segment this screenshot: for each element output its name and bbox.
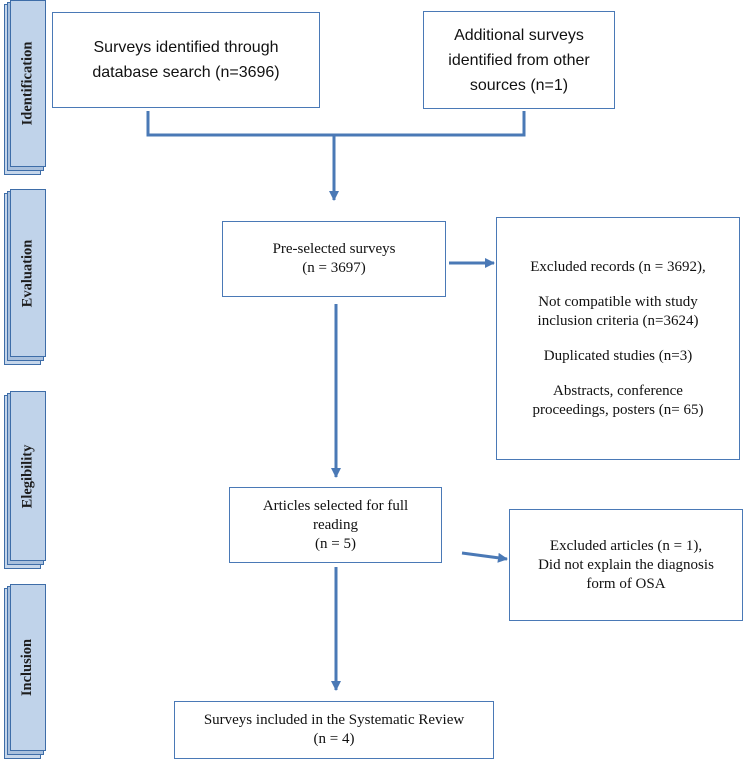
box-text-line: (n = 3697) [302, 260, 366, 276]
box-text-line: database search (n=3696) [92, 64, 280, 81]
box-text-line: reading [313, 516, 358, 533]
box-text-line: Excluded records (n = 3692), [530, 258, 706, 275]
arrow-to-excluded-articles [461, 551, 508, 563]
box-text-line: Did not explain the diagnosis [538, 556, 714, 573]
box-other-sources: Additional surveys identified from other… [423, 11, 615, 109]
merge-connector [146, 111, 526, 137]
box-excluded-records: Excluded records (n = 3692), Not compati… [496, 217, 740, 460]
box-text-line: proceedings, posters (n= 65) [532, 401, 704, 418]
box-text-line: (n = 4) [313, 731, 355, 747]
box-text-line: identified from other [448, 51, 590, 69]
stage-tab-elegibility: Elegibility [4, 391, 46, 569]
stage-tab-identification: Identification [4, 0, 46, 175]
box-text-line: Articles selected for full [262, 497, 409, 514]
box-text-line: Additional surveys [454, 26, 584, 44]
box-text-line: Excluded articles (n = 1), [549, 537, 703, 554]
box-full-reading: Articles selected for full reading (n = … [229, 487, 442, 563]
stage-tab-evaluation: Evaluation [4, 189, 46, 365]
box-text-line: Not compatible with study [538, 293, 698, 310]
box-text-line: sources (n=1) [469, 76, 569, 94]
box-text-line: Surveys included in the Systematic Revie… [203, 712, 465, 728]
box-excluded-articles: Excluded articles (n = 1), Did not expla… [509, 509, 743, 621]
box-text-line: inclusion criteria (n=3624) [537, 312, 699, 329]
box-text-line: (n = 5) [315, 535, 356, 552]
box-pre-selected: Pre-selected surveys (n = 3697) [222, 221, 446, 297]
box-text-line: form of OSA [586, 575, 666, 592]
box-text-line: Pre-selected surveys [272, 241, 396, 257]
box-text-line: Duplicated studies (n=3) [543, 347, 693, 364]
box-text-line: Surveys identified through [93, 39, 279, 56]
box-database-search: Surveys identified through database sear… [52, 12, 320, 108]
box-text-line: Abstracts, conference [553, 382, 683, 399]
box-included: Surveys included in the Systematic Revie… [174, 701, 494, 759]
stage-tab-inclusion: Inclusion [4, 584, 46, 759]
